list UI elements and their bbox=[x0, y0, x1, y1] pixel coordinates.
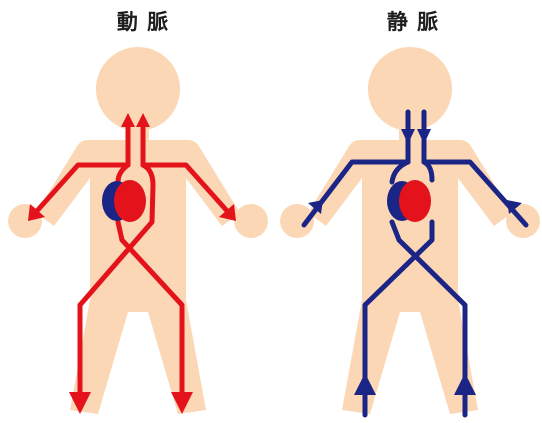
heart bbox=[102, 180, 146, 222]
artery-figure bbox=[8, 47, 268, 414]
heart-right-chamber bbox=[399, 180, 431, 222]
body-silhouette bbox=[280, 47, 540, 414]
heart bbox=[387, 180, 431, 222]
vein-figure bbox=[280, 47, 540, 415]
body-silhouette bbox=[8, 47, 268, 414]
heart-right-chamber bbox=[114, 180, 146, 222]
